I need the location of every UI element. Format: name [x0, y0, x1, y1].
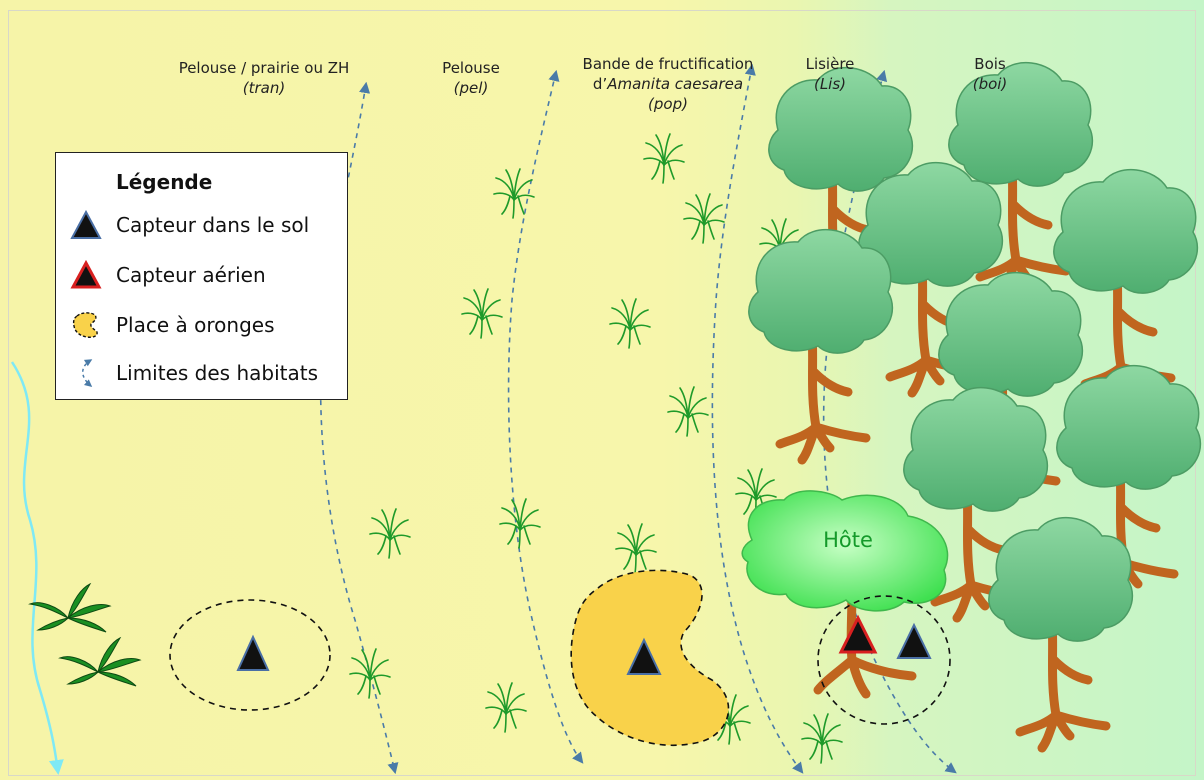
aerial-sensor	[838, 614, 878, 654]
zone-name: Pelouse / prairie ou ZH	[178, 59, 350, 77]
zone-name-line1: Bande de fructification	[582, 55, 754, 73]
zone-code: (Lis)	[813, 75, 847, 93]
legend-item-soil-sensor: Capteur dans le sol	[66, 207, 309, 243]
boundary-tran-pel	[319, 81, 399, 775]
legend-item-label: Limites des habitats	[116, 361, 318, 385]
legend-item-habitat-limit: Limites des habitats	[66, 355, 318, 391]
zone-code: (pel)	[453, 79, 489, 97]
zone-label-pel: Pelouse (pel)	[442, 58, 500, 98]
habitat-boundaries	[319, 63, 957, 775]
soil-sensor-icon	[66, 207, 106, 243]
zone-name-species: Amanita caesarea	[607, 75, 744, 93]
legend-item-orange-place: Place à oronges	[66, 307, 275, 343]
host-tree-label: Hôte	[823, 528, 873, 552]
zone-name-line2: d’Amanita caesarea	[583, 74, 754, 94]
zone-code: (tran)	[242, 79, 286, 97]
zone-name: Bois	[974, 55, 1006, 73]
zone-label-lis: Lisière (Lis)	[806, 54, 855, 94]
host-tree	[741, 490, 949, 699]
boundary-pel-pop	[507, 69, 584, 764]
soil-sensor	[236, 634, 270, 671]
zone-code: (boi)	[972, 75, 1008, 93]
sensor-zone-tran	[169, 599, 331, 711]
soil-sensor	[626, 637, 662, 675]
frame	[8, 10, 1196, 776]
zone-label-boi: Bois (boi)	[973, 54, 1008, 94]
zone-name: Lisière	[805, 55, 855, 73]
zone-name: Pelouse	[442, 59, 500, 77]
legend-item-label: Capteur aérien	[116, 263, 266, 287]
stream	[10, 361, 64, 775]
legend-item-aerial-sensor: Capteur aérien	[66, 257, 266, 293]
boundary-pop-lis	[711, 63, 804, 774]
legend-item-label: Capteur dans le sol	[116, 213, 310, 237]
orange-place-icon	[66, 307, 106, 343]
boundary-lis-boi	[822, 69, 957, 774]
zone-label-pop: Bande de fructification d’Amanita caesar…	[583, 54, 754, 114]
zone-code: (pop)	[648, 95, 688, 113]
zone-name-line2-prefix: d’	[592, 75, 608, 93]
aerial-sensor-icon	[66, 257, 106, 293]
legend-item-label: Place à oronges	[116, 313, 275, 337]
legend: Légende Capteur dans le sol Capteur aéri…	[55, 152, 348, 400]
soil-sensor	[896, 622, 932, 659]
sensor-zone-host	[817, 595, 951, 725]
legend-title: Légende	[116, 170, 213, 194]
habitat-limit-arrow-icon	[66, 355, 106, 391]
zone-label-tran: Pelouse / prairie ou ZH (tran)	[179, 58, 350, 98]
